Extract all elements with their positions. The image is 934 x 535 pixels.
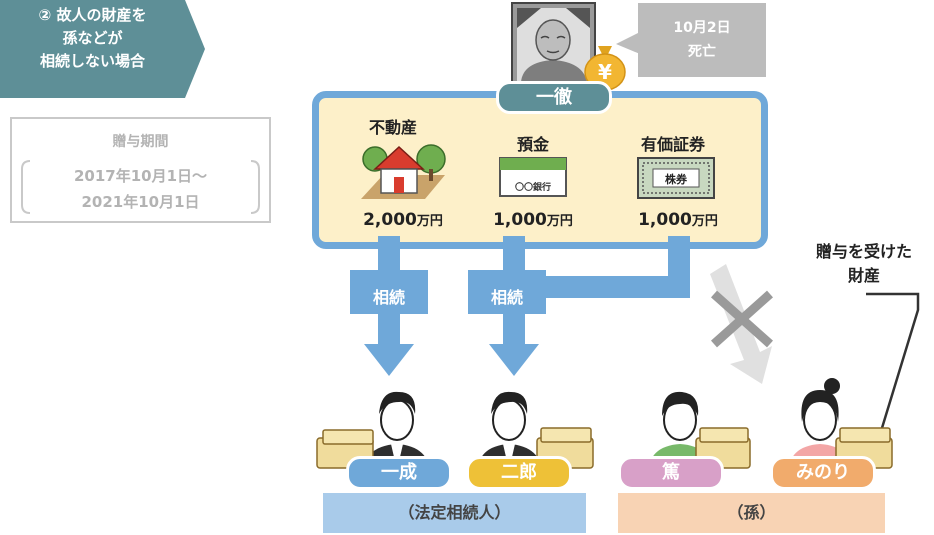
title-number: ② bbox=[38, 6, 52, 24]
asset-label-real-estate: 不動産 bbox=[368, 118, 417, 137]
amount-number: 1,000 bbox=[638, 210, 692, 230]
gift-period-box: 贈与期間 2017年10月1日〜 2021年10月1日 bbox=[10, 117, 271, 223]
group-bar-grandchildren: （孫） bbox=[618, 493, 885, 533]
amount-number: 1,000 bbox=[493, 210, 547, 230]
title-text: ② 故人の財産を 孫などが 相続しない場合 bbox=[0, 4, 185, 73]
blocked-arrow bbox=[710, 264, 773, 384]
title-line1: 故人の財産を bbox=[56, 6, 147, 24]
amount-unit: 万円 bbox=[416, 214, 443, 229]
amount-unit: 万円 bbox=[546, 214, 573, 229]
bankbook-icon bbox=[499, 157, 567, 197]
amount-number: 2,000 bbox=[363, 210, 417, 230]
left-bracket bbox=[21, 160, 31, 214]
deceased-name-pill: 一徹 bbox=[496, 81, 612, 114]
gifted-property-line1: 贈与を受けた bbox=[815, 242, 912, 261]
title-line2: 孫などが bbox=[62, 29, 123, 47]
asset-label-securities: 有価証券 bbox=[640, 135, 705, 154]
gift-period-end: 2021年10月1日 bbox=[81, 193, 200, 211]
death-bubble-tail bbox=[616, 32, 640, 54]
gifted-property-line2: 財産 bbox=[847, 266, 880, 285]
death-label: 死亡 bbox=[688, 44, 716, 60]
grandchild-name-pill-1: 篤 bbox=[618, 456, 724, 490]
yen-symbol: ¥ bbox=[598, 60, 612, 84]
amount-unit: 万円 bbox=[691, 214, 718, 229]
heir-name-pill-2: 二郎 bbox=[466, 456, 572, 490]
death-bubble: 10月2日 死亡 bbox=[638, 3, 766, 77]
gift-period-start: 2017年10月1日〜 bbox=[73, 167, 208, 185]
asset-amount-securities: 1,000万円 bbox=[613, 210, 743, 230]
heir-name-pill-1: 一成 bbox=[346, 456, 452, 490]
asset-amount-real-estate: 2,000万円 bbox=[340, 210, 466, 230]
inherit-label-2: 相続 bbox=[490, 288, 523, 307]
stock-certificate-icon bbox=[637, 157, 715, 199]
title-tag: ② 故人の財産を 孫などが 相続しない場合 bbox=[0, 0, 205, 98]
grandchild-name-pill-2: みのり bbox=[770, 456, 876, 490]
inheritance-arrows bbox=[350, 236, 690, 376]
stock-certificate-text: 株券 bbox=[665, 173, 687, 186]
group-bar-legal-heirs: （法定相続人） bbox=[323, 493, 586, 533]
house-icon bbox=[361, 144, 446, 199]
inherit-label-1: 相続 bbox=[372, 288, 405, 307]
callout-line bbox=[866, 292, 920, 429]
title-line3: 相続しない場合 bbox=[39, 52, 145, 70]
gift-period-title: 贈与期間 bbox=[112, 134, 169, 150]
death-date: 10月2日 bbox=[673, 20, 731, 36]
asset-amount-deposit: 1,000万円 bbox=[470, 210, 596, 230]
bankbook-text: 〇〇銀行 bbox=[514, 183, 551, 193]
right-bracket bbox=[250, 160, 260, 214]
title-tag-shape bbox=[0, 0, 205, 98]
deceased-portrait bbox=[511, 2, 596, 88]
asset-label-deposit: 預金 bbox=[516, 135, 549, 154]
gifted-property-label: 贈与を受けた 財産 bbox=[800, 240, 928, 288]
